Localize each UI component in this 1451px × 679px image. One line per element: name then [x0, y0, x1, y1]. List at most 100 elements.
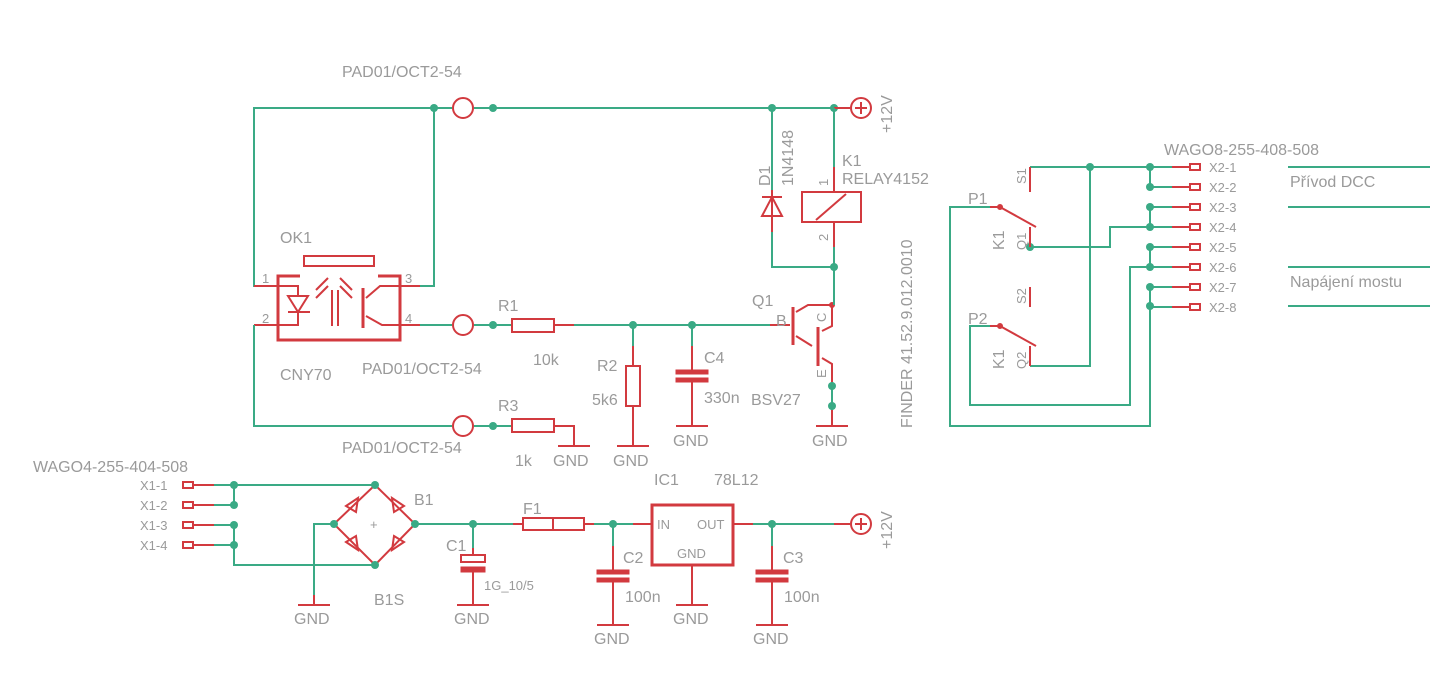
k1-part: FINDER 41.52.9.012.0010 [899, 239, 916, 428]
bridge-power-label: Napájení mostu [1290, 274, 1402, 291]
c2-value: 100n [625, 589, 661, 606]
connector-x1[interactable]: WAGO4-255-404-508 X1-1 X1-2 X1-3 X1-4 [33, 459, 234, 553]
k1-value: RELAY4152 [842, 171, 929, 188]
r1-name: R1 [498, 298, 519, 315]
pad-mid[interactable]: PAD01/OCT2-54 [362, 314, 482, 378]
capacitor-c4[interactable]: C4 330n GND [673, 325, 740, 450]
x2-pin-label: X2-5 [1209, 240, 1236, 255]
x2-pin-stub[interactable]: X2-8 [1150, 300, 1236, 315]
optocoupler-ok1[interactable]: OK1 1 2 3 4 CNY70 [254, 230, 420, 384]
d1-name: D1 [757, 165, 774, 186]
supply-12v-bottom[interactable]: +12V [834, 511, 896, 549]
r3-gnd-label: GND [553, 453, 589, 470]
pad-top-label: PAD01/OCT2-54 [342, 64, 462, 81]
capacitor-c3[interactable]: C3 100n GND [753, 524, 820, 648]
x2-pin-stub[interactable]: X2-4 [1150, 220, 1236, 235]
ok1-name: OK1 [280, 230, 312, 247]
pad-top[interactable]: PAD01/OCT2-54 [342, 64, 474, 119]
ic1-pin-gnd: GND [677, 546, 706, 561]
pad-bot[interactable]: PAD01/OCT2-54 [342, 415, 474, 457]
relay-k1[interactable]: 1 2 K1 RELAY4152 FINDER 41.52.9.012.0010 [801, 153, 929, 428]
x2-pin-label: X2-3 [1209, 200, 1236, 215]
regulator-ic1[interactable]: IC1 78L12 IN OUT GND GND [633, 472, 759, 628]
r3-value: 1k [515, 453, 533, 470]
resistor-r3[interactable]: R3 1k GND [498, 398, 589, 470]
k1-pin1: 1 [816, 179, 831, 186]
ic1-pin-in: IN [657, 517, 670, 532]
c4-name: C4 [704, 350, 725, 367]
annotation-bridge-power: Napájení mostu [1288, 266, 1430, 307]
connector-x2[interactable]: WAGO8-255-408-508 X2-1X2-2X2-3X2-4X2-5X2… [1150, 142, 1319, 315]
x1-pin3: X1-3 [140, 518, 167, 533]
contact-p1: P1 [968, 191, 988, 208]
contact-k1b: K1 [991, 349, 1008, 369]
c2-gnd-label: GND [594, 631, 630, 648]
r2-value: 5k6 [592, 392, 618, 409]
ic1-gnd-label: GND [673, 611, 709, 628]
fuse-f1[interactable]: F1 [513, 501, 594, 531]
x2-pin-label: X2-2 [1209, 180, 1236, 195]
ic1-pin-out: OUT [697, 517, 725, 532]
x1-gnd-label: GND [294, 611, 330, 628]
resistor-r1[interactable]: R1 10k [498, 298, 560, 369]
contact-s1: S1 [1014, 168, 1029, 184]
ok1-pin4: 4 [405, 311, 412, 326]
top-net [253, 104, 850, 287]
ok1-pin2: 2 [262, 311, 269, 326]
relay-net [771, 108, 838, 305]
ok1-value: CNY70 [280, 367, 332, 384]
c3-name: C3 [783, 550, 804, 567]
contact-k1a: K1 [991, 230, 1008, 250]
q1-name: Q1 [752, 293, 773, 310]
capacitor-c2[interactable]: C2 100n GND [594, 524, 661, 648]
pad-mid-label: PAD01/OCT2-54 [362, 361, 482, 378]
x2-pin-stub[interactable]: X2-1 [1150, 160, 1236, 175]
f1-name: F1 [523, 501, 542, 518]
capacitor-c1[interactable]: C1 1G_10/5 GND [446, 524, 534, 628]
x2-pin-label: X2-1 [1209, 160, 1236, 175]
ok1-pin1: 1 [262, 271, 269, 286]
contact-q1: Q1 [1014, 233, 1029, 250]
x1-wiring: GND [230, 481, 375, 628]
relay-contact-group1[interactable]: P1 S1 Q1 K1 S2 [968, 167, 1037, 307]
c4-gnd-label: GND [673, 433, 709, 450]
x2-pin-label: X2-7 [1209, 280, 1236, 295]
supply-top-label: +12V [879, 95, 896, 133]
r2-gnd-label: GND [613, 453, 649, 470]
supply-bottom-label: +12V [879, 511, 896, 549]
x2-pin-stub[interactable]: X2-3 [1150, 200, 1236, 215]
x2-pin-stub[interactable]: X2-7 [1150, 280, 1236, 295]
return-net [253, 325, 590, 447]
transistor-q1[interactable]: Q1 B C E BSV27 GND [751, 293, 848, 450]
x1-pin-stub[interactable] [182, 541, 234, 549]
x2-pin-stub[interactable]: X2-5 [1150, 240, 1236, 255]
relay-contact-group2[interactable]: P2 Q2 K1 [968, 311, 1037, 369]
x1-pin-stub[interactable] [182, 481, 234, 489]
dcc-label: Přívod DCC [1290, 174, 1375, 191]
c4-value: 330n [704, 390, 740, 407]
x2-pin-stub[interactable]: X2-6 [1150, 260, 1236, 275]
resistor-r2[interactable]: R2 5k6 GND [592, 325, 649, 470]
q1-gnd-label: GND [812, 433, 848, 450]
supply-12v-top[interactable]: +12V [850, 95, 896, 133]
x1-pin4: X1-4 [140, 538, 167, 553]
q1-pin-e: E [814, 369, 829, 378]
r3-name: R3 [498, 398, 519, 415]
diode-d1[interactable]: D1 1N4148 [757, 130, 797, 232]
r1-value: 10k [533, 352, 560, 369]
x2-pin-stub[interactable]: X2-2 [1150, 180, 1236, 195]
ic1-value: 78L12 [714, 472, 759, 489]
k1-name: K1 [842, 153, 862, 170]
x1-pin-stub[interactable] [182, 501, 234, 509]
pad-bot-label: PAD01/OCT2-54 [342, 440, 462, 457]
x1-pin-stub[interactable] [182, 521, 234, 529]
contact-p2: P2 [968, 311, 988, 328]
c1-gnd-label: GND [454, 611, 490, 628]
bridge-b1[interactable]: + B1 B1S [330, 481, 434, 609]
x2-pin-label: X2-8 [1209, 300, 1236, 315]
k1-pin2: 2 [816, 234, 831, 241]
ic1-name: IC1 [654, 472, 679, 489]
q1-pin-b: B [776, 313, 787, 330]
d1-value: 1N4148 [780, 130, 797, 186]
contact-s2: S2 [1014, 288, 1029, 304]
